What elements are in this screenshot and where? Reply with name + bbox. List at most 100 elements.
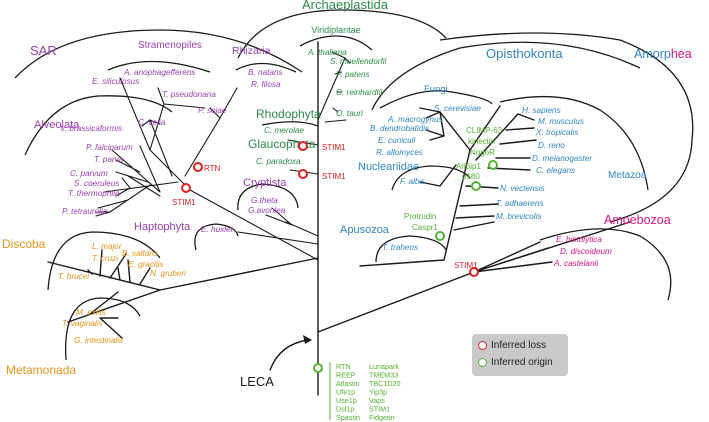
label-stramenopiles: Stramenopiles <box>138 40 202 51</box>
legend-loss-label: Inferred loss <box>491 340 547 351</box>
label-caspr1: Caspr1 <box>412 223 438 232</box>
loss-marker-stim1-amoebozoa <box>469 267 479 277</box>
arc-rhizaria <box>235 62 297 73</box>
label-amorphea-blue: Amorp <box>634 47 671 61</box>
species-g-intestinalis: G. intestinalis <box>74 336 123 345</box>
species-d-discoideum: D. discoideum <box>560 247 612 256</box>
label-metamonada: Metamonada <box>6 363 76 377</box>
clade-arcs <box>14 9 694 361</box>
label-amorphea: Amorphea <box>634 47 692 61</box>
label-opisthokonta: Opisthokonta <box>486 46 563 61</box>
label-metazoa: Metazoa <box>608 170 647 181</box>
leca-gene: Vaps <box>369 396 385 405</box>
loss-markers: RTN STIM1 STIM1 STIM1 STIM1 <box>172 141 479 277</box>
arc-metamonada <box>64 297 141 361</box>
label-leca: LECA <box>240 374 274 389</box>
label-protrudin: Protrudin <box>404 212 436 221</box>
species-labels: A. thaliana S. moellendorfii P. patens C… <box>58 48 612 345</box>
species-s-cerevisiae: S. cerevisiae <box>434 104 481 113</box>
leca-gene: Ufe1p <box>336 388 355 397</box>
label-arl6ip1: Arl6ip1 <box>456 162 481 171</box>
species-p-falciparum: P. falciparum <box>86 143 133 152</box>
label-sar: SAR <box>30 43 57 58</box>
species-o-tauri: O. tauri <box>336 109 363 118</box>
species-d-melanogaster: D. melanogaster <box>532 154 592 163</box>
label-amorphea-pink: hea <box>671 47 692 61</box>
species-e-histolytica: E. histolytica <box>556 235 602 244</box>
species-h-sapiens: H. sapiens <box>522 106 561 115</box>
origin-markers: CLIMP-63 kinectin NogoR Arl6ip1 p180 Pro… <box>313 126 503 373</box>
species-t-parva: T. parva <box>94 155 124 164</box>
species-b-natans: B. natans <box>248 68 283 77</box>
species-l-major: L. major <box>92 242 122 251</box>
leca-gene: TBC1D20 <box>369 379 401 388</box>
species-e-huxlei: E. huxlei <box>201 225 233 234</box>
arc-fungi <box>379 90 493 109</box>
species-c-paradoxa: C. paradoxa <box>256 157 301 166</box>
species-p-patens: P. patens <box>336 70 370 79</box>
species-m-musculus: M. musculus <box>538 117 584 126</box>
species-m-exilis: M. exilis <box>76 308 106 317</box>
species-a-castelanii: A. castelanii <box>553 259 598 268</box>
arc-rhodophyta <box>261 121 319 127</box>
species-a-macrogynus: A. macrogynus <box>387 115 443 124</box>
leca-gene: STIM1 <box>369 405 390 414</box>
species-t-vaginalis: T. vaginalis <box>62 319 103 328</box>
leca-gene: Fidgetin <box>369 413 395 422</box>
arc-amoebozoa <box>539 228 672 301</box>
loss-marker-stim1-alveolata <box>181 183 191 193</box>
label-stim1-glaucophyta: STIM1 <box>322 172 346 181</box>
arc-cryptista <box>237 183 299 211</box>
species-p-sojae: P. sojae <box>198 106 227 115</box>
species-r-allomyces: R. allomyces <box>376 148 423 157</box>
label-apusozoa: Apusozoa <box>340 224 390 236</box>
species-n-gruberi: N. gruberi <box>150 269 186 278</box>
arc-archaeplastida <box>237 9 447 59</box>
arc-amorphea <box>439 32 694 223</box>
branch-opisthokonta <box>359 105 537 267</box>
legend-item-origin: Inferred origin <box>478 357 553 368</box>
leca-gene: Use1p <box>336 396 357 405</box>
species-g-avonlea: G.avonlea <box>248 206 286 215</box>
legend-origin-label: Inferred origin <box>491 357 553 368</box>
origin-marker-protrudin <box>435 231 445 241</box>
legend-item-loss: Inferred loss <box>478 340 546 351</box>
arc-apusozoa <box>375 235 447 263</box>
branch-alveolata <box>111 145 161 197</box>
label-climp63: CLIMP-63 <box>466 126 503 135</box>
species-r-filosa: R. filosa <box>251 80 281 89</box>
legend: Inferred loss Inferred origin <box>472 334 568 376</box>
arc-sar <box>14 29 303 79</box>
label-archaeplastida: Archaeplastida <box>302 0 389 12</box>
loss-marker-stim1-glaucophyta <box>298 169 308 179</box>
species-p-tetraurelia: P. tetraurelia <box>62 207 108 216</box>
species-c-parvum: C. parvum <box>70 169 108 178</box>
leca-gene: REEP <box>336 371 356 380</box>
label-kinectin: kinectin <box>468 137 495 146</box>
species-a-thaliana: A. thaliana <box>307 48 347 57</box>
species-m-brevicolis: M. brevicolis <box>496 212 542 221</box>
label-discoba: Discoba <box>2 237 46 251</box>
label-cryptista: Cryptista <box>243 177 287 189</box>
species-v-brassicaformis: V. brassicaformis <box>60 124 122 133</box>
species-d-rerio: D. rerio <box>538 141 565 150</box>
arc-opisthokonta <box>371 41 641 111</box>
label-haptophyta: Haptophyta <box>134 221 191 233</box>
label-arl6ip1-group: Arl6ip1 p180 <box>456 162 483 181</box>
species-t-adhaerens: T. adhaerens <box>496 199 544 208</box>
species-b-saltans: B. saltans <box>122 249 158 258</box>
leca-gene: Spastin <box>336 413 360 422</box>
label-rhizaria: Rhizaria <box>232 45 271 57</box>
branch-cryptista <box>265 207 319 237</box>
label-p180: p180 <box>462 172 480 181</box>
species-t-thermophila: T. thermophila <box>68 189 120 198</box>
species-e-gracilis: E. gracilis <box>128 260 164 269</box>
loss-marker-stim1-rhodophyta <box>298 141 308 151</box>
label-rtn-loss: RTN <box>204 164 221 173</box>
species-c-elegans: C. elegans <box>536 166 575 175</box>
leca-gene: RTN <box>336 362 351 371</box>
label-amoebozoa: Amoebozoa <box>604 213 671 227</box>
label-stim1-rhodophyta: STIM1 <box>322 143 346 152</box>
species-s-moellendorfii: S. moellendorfii <box>330 57 387 66</box>
species-s-coeruleus: S. coeruleus <box>74 179 120 188</box>
